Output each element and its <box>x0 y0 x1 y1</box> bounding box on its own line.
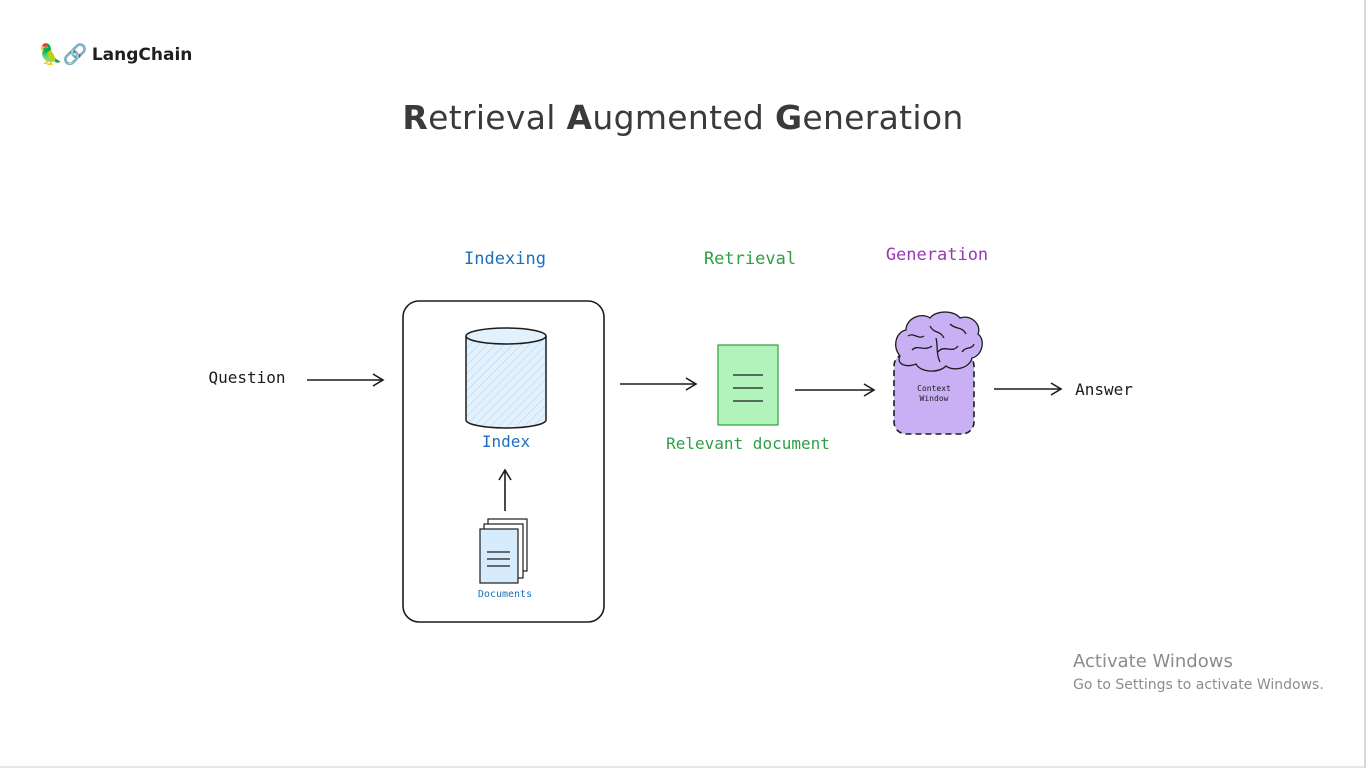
database-icon <box>465 327 547 429</box>
arrow-documents-to-index <box>498 468 512 511</box>
brain-icon <box>895 311 983 372</box>
context-window-label-line1: Context <box>917 384 951 393</box>
activate-windows-subtitle: Go to Settings to activate Windows. <box>1073 677 1324 693</box>
stage-label-retrieval: Retrieval <box>704 249 796 269</box>
answer-label: Answer <box>1075 380 1133 399</box>
logo-text: LangChain <box>91 45 193 65</box>
stage-label-generation: Generation <box>886 245 988 265</box>
arrow-retrieval-to-generation <box>795 383 876 397</box>
title-word-augmented: ugmented <box>592 98 775 137</box>
langchain-logo: 🦜🔗 LangChain <box>38 44 192 66</box>
title-initial-a: A <box>566 98 593 137</box>
context-window-label-line2: Window <box>920 394 949 403</box>
relevant-document-icon <box>717 344 779 426</box>
arrow-index-to-retrieval <box>620 377 698 391</box>
documents-label: Documents <box>478 589 532 600</box>
context-window-box <box>893 353 975 435</box>
activate-windows-title: Activate Windows <box>1073 651 1233 672</box>
bottom-border <box>0 766 1366 768</box>
arrow-question-to-index <box>307 373 385 387</box>
right-scroll-edge <box>1364 0 1366 768</box>
title-word-generation: eneration <box>802 98 964 137</box>
title-initial-r: R <box>402 98 429 137</box>
documents-icon <box>479 518 528 584</box>
parrot-link-icon: 🦜🔗 <box>38 44 88 66</box>
page-title: Retrieval Augmented Generation <box>0 98 1366 137</box>
title-initial-g: G <box>774 98 803 137</box>
stage-label-indexing: Indexing <box>464 249 546 269</box>
title-word-retrieval: etrieval <box>428 98 567 137</box>
arrow-generation-to-answer <box>994 382 1063 396</box>
relevant-document-label: Relevant document <box>666 434 830 453</box>
question-label: Question <box>208 368 285 387</box>
index-label: Index <box>482 432 531 451</box>
indexing-container <box>402 300 605 623</box>
